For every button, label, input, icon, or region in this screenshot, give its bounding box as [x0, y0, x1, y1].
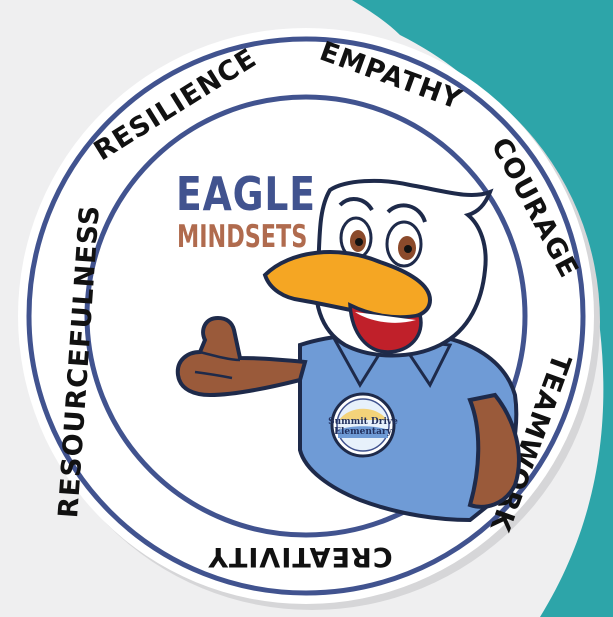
eagle-wing-thumb: [175, 315, 308, 398]
badge-inner-ring: [84, 94, 528, 538]
school-name-line1: Summit Drive: [328, 417, 398, 427]
eagle-beak: [262, 250, 433, 321]
badge-title-mindsets: MINDSETS: [177, 219, 308, 255]
badge-title-eagle: EAGLE: [176, 167, 316, 221]
school-patch: Summit Drive Elementary: [328, 392, 398, 458]
badge-outer-ring: [26, 36, 586, 596]
ring-word-creativity: CREATIVITY: [207, 541, 392, 572]
school-name-line2: Elementary: [334, 427, 393, 437]
svg-text:CREATIVITY: CREATIVITY: [207, 541, 392, 572]
